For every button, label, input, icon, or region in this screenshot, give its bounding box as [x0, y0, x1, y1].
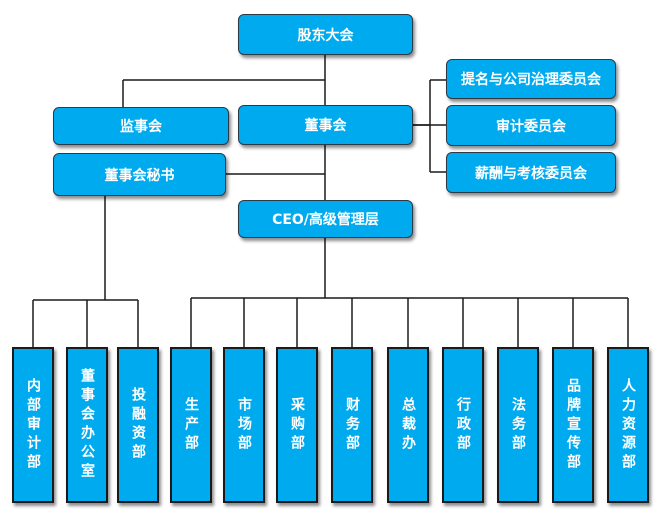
dept-label: 行政部: [455, 396, 471, 454]
node-nomination-committee-label: 提名与公司治理委员会: [461, 72, 601, 88]
node-shareholders-label: 股东大会: [297, 27, 354, 44]
dept-human-resources: 人力资源部: [607, 347, 649, 503]
dept-internal-audit: 内部审计部: [12, 347, 54, 503]
node-board-secretary-label: 董事会秘书: [104, 167, 175, 184]
node-compensation-committee: 薪酬与考核委员会: [446, 152, 616, 193]
dept-label: 总裁办: [400, 396, 416, 454]
dept-legal: 法务部: [497, 347, 539, 503]
dept-label: 采购部: [289, 396, 305, 454]
node-supervisory-board: 监事会: [53, 107, 229, 145]
dept-label: 生产部: [183, 396, 199, 454]
node-audit-committee: 审计委员会: [446, 105, 616, 146]
node-nomination-committee: 提名与公司治理委员会: [446, 59, 616, 99]
dept-production: 生产部: [170, 347, 212, 503]
node-board: 董事会: [238, 105, 413, 145]
dept-label: 品牌宣传部: [565, 377, 581, 473]
node-shareholders: 股东大会: [238, 14, 413, 55]
dept-label: 人力资源部: [620, 377, 636, 473]
dept-label: 投融资部: [130, 387, 146, 463]
dept-procurement: 采购部: [276, 347, 318, 503]
dept-label: 法务部: [510, 396, 526, 454]
dept-label: 市场部: [236, 396, 252, 454]
node-ceo-label: CEO/高级管理层: [272, 212, 379, 228]
dept-label: 内部审计部: [25, 377, 41, 473]
dept-finance: 财务部: [331, 347, 373, 503]
dept-board-office: 董事会办公室: [66, 347, 108, 503]
dept-brand-promotion: 品牌宣传部: [552, 347, 594, 503]
node-audit-committee-label: 审计委员会: [496, 118, 566, 135]
dept-administration: 行政部: [442, 347, 484, 503]
dept-marketing: 市场部: [223, 347, 265, 503]
dept-president-office: 总裁办: [387, 347, 429, 503]
node-supervisory-board-label: 监事会: [120, 119, 162, 135]
node-board-secretary: 董事会秘书: [53, 153, 226, 196]
dept-label: 财务部: [344, 396, 360, 454]
node-compensation-committee-label: 薪酬与考核委员会: [475, 165, 587, 182]
dept-investment-financing: 投融资部: [117, 347, 159, 503]
dept-label: 董事会办公室: [79, 368, 95, 482]
node-ceo: CEO/高级管理层: [238, 200, 413, 238]
node-board-label: 董事会: [304, 118, 347, 134]
